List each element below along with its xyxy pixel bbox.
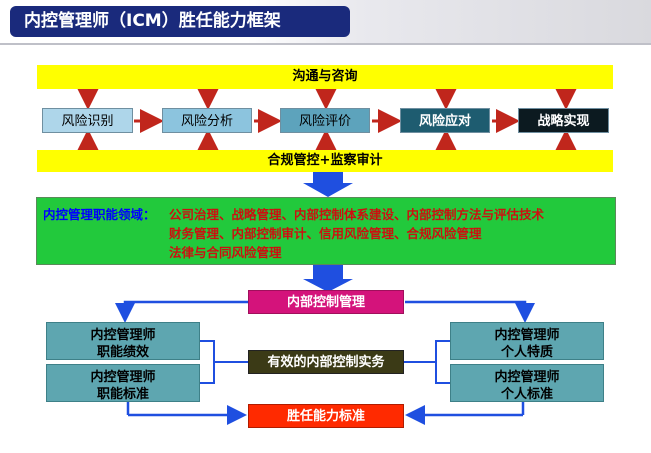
left-box-performance: 内控管理师 职能绩效 bbox=[46, 322, 200, 360]
step-risk-analysis: 风险分析 bbox=[162, 108, 252, 133]
left-box-standard-line1: 内控管理师 bbox=[90, 370, 156, 385]
branch-lines bbox=[115, 300, 535, 323]
right-box-traits-line2: 个人特质 bbox=[500, 345, 553, 360]
function-domain-box: 内控管理职能领域： 公司治理、战略管理、内部控制体系建设、内部控制方法与评估技术… bbox=[36, 197, 616, 265]
left-box-performance-line2: 职能绩效 bbox=[96, 345, 149, 360]
left-box-standard: 内控管理师 职能标准 bbox=[46, 364, 200, 402]
big-down-arrow-1 bbox=[303, 170, 353, 197]
step-risk-identification: 风险识别 bbox=[42, 108, 133, 133]
function-domain-line-1: 公司治理、战略管理、内部控制体系建设、内部控制方法与评估技术 bbox=[169, 207, 545, 222]
step-risk-response: 风险应对 bbox=[400, 108, 490, 133]
right-box-personal-standard-line1: 内控管理师 bbox=[494, 370, 560, 385]
compliance-bar: 合规管控+监察审计 bbox=[37, 150, 613, 172]
title-divider bbox=[0, 43, 651, 45]
bracket-lines bbox=[200, 340, 450, 384]
top-down-arrows bbox=[76, 86, 578, 110]
function-domain-line-2: 财务管理、内部控制审计、信用风险管理、合规风险管理 bbox=[169, 226, 482, 241]
big-down-arrow-2 bbox=[303, 265, 353, 292]
function-domain-line-3: 法律与合同风险管理 bbox=[169, 245, 282, 260]
right-box-traits: 内控管理师 个人特质 bbox=[450, 322, 604, 360]
step-risk-evaluation: 风险评价 bbox=[280, 108, 370, 133]
page-title: 内控管理师（ICM）胜任能力框架 bbox=[10, 6, 350, 37]
effective-practice-box: 有效的内部控制实务 bbox=[248, 350, 404, 374]
function-domain-label: 内控管理职能领域： bbox=[43, 207, 156, 222]
step-strategy-realization: 战略实现 bbox=[518, 108, 609, 133]
bottom-up-arrows bbox=[76, 129, 578, 153]
right-box-personal-standard: 内控管理师 个人标准 bbox=[450, 364, 604, 402]
left-box-performance-line1: 内控管理师 bbox=[90, 328, 156, 343]
left-box-standard-line2: 职能标准 bbox=[96, 387, 149, 402]
internal-control-management-box: 内部控制管理 bbox=[248, 290, 404, 314]
bottom-double-arrows bbox=[126, 402, 525, 425]
right-box-personal-standard-line2: 个人标准 bbox=[500, 387, 553, 402]
right-box-traits-line1: 内控管理师 bbox=[494, 328, 560, 343]
competency-standard-box: 胜任能力标准 bbox=[248, 404, 404, 428]
communication-bar: 沟通与咨询 bbox=[37, 65, 613, 89]
